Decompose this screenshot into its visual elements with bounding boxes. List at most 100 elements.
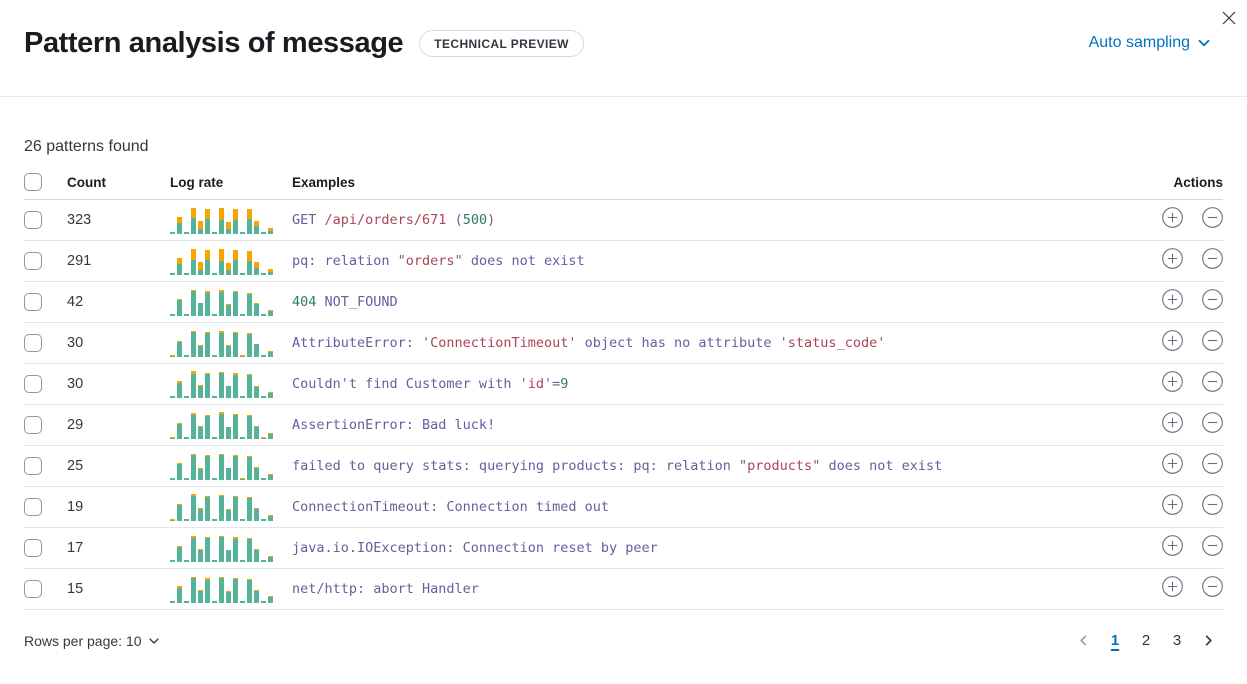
log-rate-bar [205, 209, 210, 234]
log-rate-bar [177, 381, 182, 398]
filter-in-button[interactable] [1162, 371, 1183, 392]
log-rate-bar [177, 504, 182, 521]
filter-out-button[interactable] [1202, 412, 1223, 433]
log-rate-bar [247, 538, 252, 562]
log-rate-bar [247, 333, 252, 357]
log-rate-bar [184, 519, 189, 521]
log-rate-bar [261, 437, 266, 439]
filter-out-button[interactable] [1202, 207, 1223, 228]
log-rate-bar [240, 560, 245, 562]
row-checkbox[interactable] [24, 374, 42, 393]
select-all-checkbox[interactable] [24, 173, 42, 191]
row-checkbox[interactable] [24, 415, 42, 434]
row-checkbox[interactable] [24, 579, 42, 598]
log-rate-bar [261, 519, 266, 521]
log-rate-bar [226, 263, 231, 275]
log-rate-bar [254, 467, 259, 480]
log-rate-bar [212, 396, 217, 398]
count-cell: 30 [67, 363, 170, 405]
filter-in-button[interactable] [1162, 453, 1183, 474]
minus-circle-icon [1202, 494, 1223, 515]
log-rate-bar [261, 314, 266, 316]
log-rate-bar [205, 332, 210, 357]
filter-out-button[interactable] [1202, 535, 1223, 556]
log-rate-bar [177, 299, 182, 316]
row-checkbox[interactable] [24, 251, 42, 270]
log-rate-bar [240, 273, 245, 275]
row-checkbox[interactable] [24, 333, 42, 352]
minus-circle-icon [1202, 576, 1223, 597]
log-rate-bar [191, 454, 196, 480]
log-rate-bar [170, 232, 175, 234]
filter-in-button[interactable] [1162, 207, 1183, 228]
log-rate-bar [205, 455, 210, 480]
filter-in-button[interactable] [1162, 330, 1183, 351]
filter-in-button[interactable] [1162, 494, 1183, 515]
log-rate-bar [219, 495, 224, 521]
pagination-pages: 1 2 3 [1110, 632, 1182, 649]
log-rate-bar [212, 601, 217, 603]
log-rate-bar [247, 456, 252, 480]
log-rate-bar [240, 396, 245, 398]
column-header-actions: Actions [1123, 169, 1223, 200]
filter-in-button[interactable] [1162, 248, 1183, 269]
log-rate-bar [198, 303, 203, 316]
log-rate-bar [219, 331, 224, 357]
log-rate-chart [170, 370, 274, 398]
filter-in-button[interactable] [1162, 412, 1183, 433]
rows-per-page-dropdown[interactable]: Rows per page: 10 [24, 633, 160, 649]
sampling-dropdown[interactable]: Auto sampling [1089, 34, 1211, 52]
filter-out-button[interactable] [1202, 371, 1223, 392]
filter-out-button[interactable] [1202, 248, 1223, 269]
pagination-prev-icon[interactable] [1077, 634, 1090, 647]
log-rate-bar [198, 508, 203, 521]
log-rate-bar [226, 509, 231, 521]
log-rate-chart [170, 247, 274, 275]
filter-out-button[interactable] [1202, 576, 1223, 597]
log-rate-bar [212, 232, 217, 234]
example-cell: AttributeError: 'ConnectionTimeout' obje… [292, 322, 1123, 364]
log-rate-bar [268, 269, 273, 275]
row-checkbox[interactable] [24, 292, 42, 311]
pagination-next-icon[interactable] [1202, 634, 1215, 647]
log-rate-bar [268, 310, 273, 316]
filter-in-button[interactable] [1162, 535, 1183, 556]
log-rate-bar [198, 468, 203, 480]
log-rate-bar [219, 454, 224, 480]
log-rate-bar [184, 560, 189, 562]
log-rate-bar [198, 549, 203, 562]
log-rate-bar [233, 455, 238, 480]
log-rate-bar [205, 291, 210, 316]
log-rate-bar [205, 537, 210, 562]
close-icon[interactable] [1213, 2, 1245, 34]
pagination-page-2[interactable]: 2 [1141, 632, 1151, 649]
log-rate-bar [268, 392, 273, 398]
pagination-page-1[interactable]: 1 [1110, 632, 1120, 649]
log-rate-bar [177, 258, 182, 275]
minus-circle-icon [1202, 453, 1223, 474]
row-checkbox[interactable] [24, 497, 42, 516]
filter-out-button[interactable] [1202, 494, 1223, 515]
log-rate-bar [184, 437, 189, 439]
log-rate-bar [254, 262, 259, 275]
filter-in-button[interactable] [1162, 289, 1183, 310]
row-checkbox[interactable] [24, 538, 42, 557]
technical-preview-badge: TECHNICAL PREVIEW [419, 29, 584, 57]
log-rate-bar [219, 536, 224, 562]
row-checkbox[interactable] [24, 210, 42, 229]
log-rate-bar [191, 331, 196, 357]
pagination-page-3[interactable]: 3 [1172, 632, 1182, 649]
filter-out-button[interactable] [1202, 330, 1223, 351]
filter-out-button[interactable] [1202, 289, 1223, 310]
log-rate-bar [170, 437, 175, 439]
log-rate-bar [233, 209, 238, 234]
filter-out-button[interactable] [1202, 453, 1223, 474]
example-cell: failed to query stats: querying products… [292, 445, 1123, 487]
column-header-examples: Examples [292, 169, 1123, 200]
log-rate-bar [212, 478, 217, 480]
row-checkbox[interactable] [24, 456, 42, 475]
filter-in-button[interactable] [1162, 576, 1183, 597]
